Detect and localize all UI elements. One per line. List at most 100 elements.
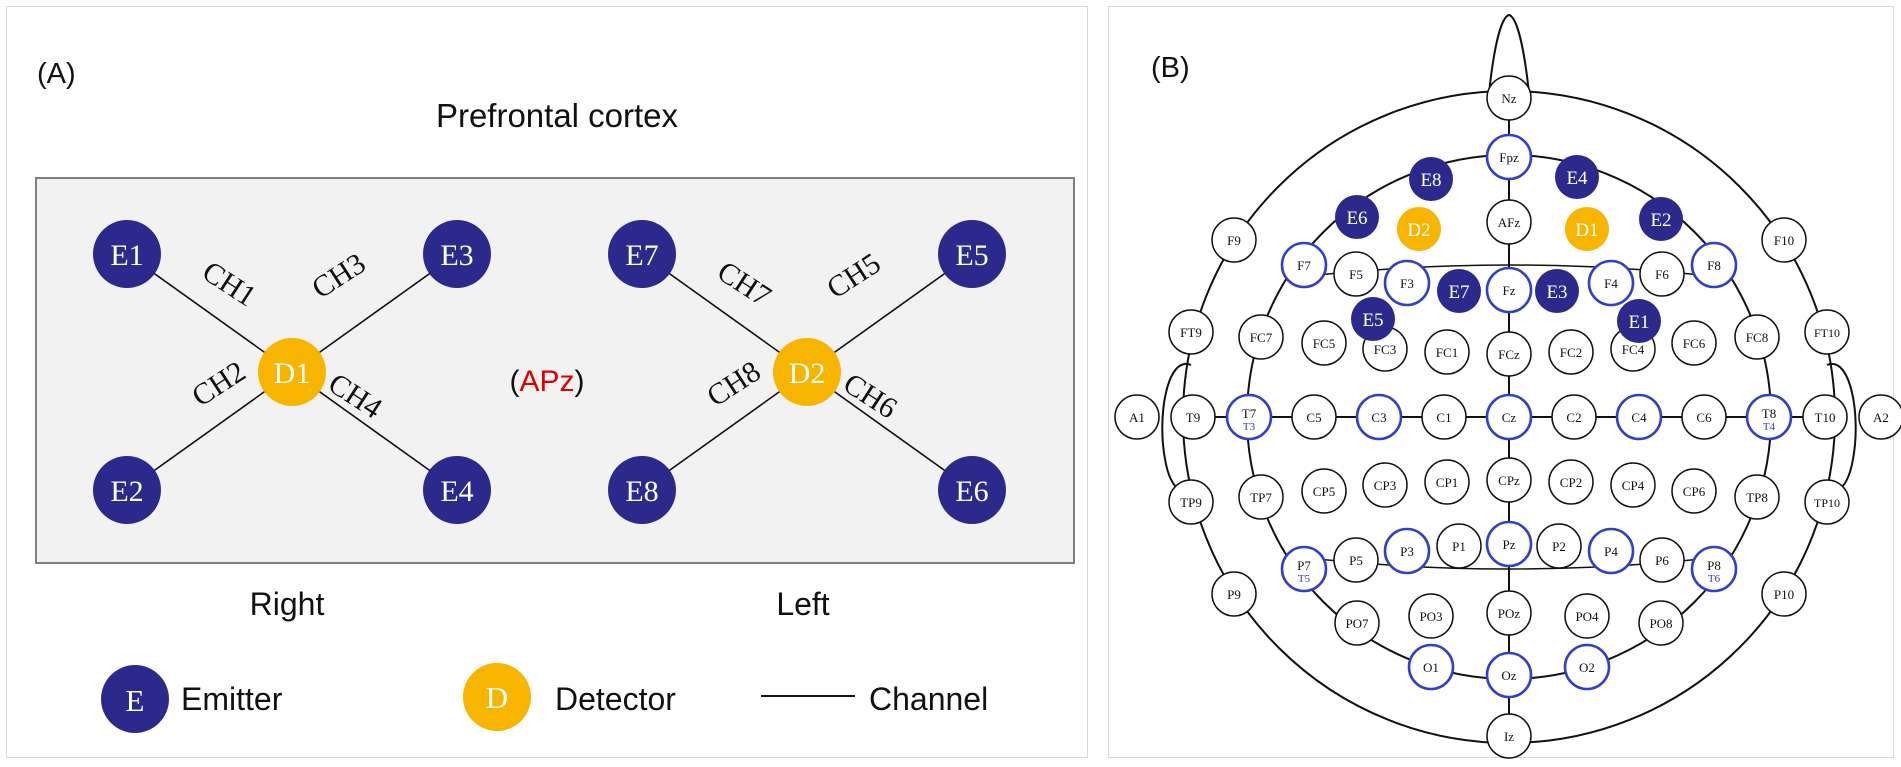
legend-detector-symbol: D — [486, 680, 508, 715]
electrode-oz — [1485, 651, 1533, 699]
electrode-label: P10 — [1774, 587, 1794, 602]
electrode-label: P6 — [1655, 553, 1669, 568]
electrode-label: CP6 — [1683, 484, 1706, 499]
emitter-node — [423, 220, 491, 288]
electrode-tp7 — [1238, 474, 1284, 520]
electrode-label: PO7 — [1345, 616, 1369, 631]
electrode-fc5 — [1301, 320, 1347, 366]
electrode-nz — [1486, 75, 1532, 121]
legend: E Emitter D Detector Channel — [101, 663, 988, 733]
electrode-label: C5 — [1306, 410, 1321, 425]
detector-label: D1 — [274, 357, 311, 390]
electrode-p9 — [1211, 571, 1257, 617]
electrode-f3 — [1383, 259, 1431, 307]
electrode-label: F5 — [1349, 267, 1363, 282]
optode-label: E5 — [1362, 310, 1383, 331]
electrode-p8 — [1690, 545, 1738, 593]
optode-label: E3 — [1546, 282, 1567, 303]
electrode-p1 — [1436, 523, 1482, 569]
electrode-cp1 — [1424, 459, 1470, 505]
legend-detector-label: Detector — [555, 681, 676, 717]
electrode-label: A2 — [1873, 410, 1889, 425]
electrode-fz — [1485, 266, 1533, 314]
electrode-label: FC5 — [1313, 336, 1335, 351]
emitter-e7 — [1437, 269, 1481, 313]
electrode-p4 — [1587, 527, 1635, 575]
electrode-label: T9 — [1186, 410, 1200, 425]
electrode-label: T8 — [1762, 406, 1776, 421]
electrode-fcz — [1486, 331, 1532, 377]
electrode-po4 — [1564, 593, 1610, 639]
emitter-node — [938, 456, 1006, 524]
electrode-label: FC2 — [1560, 345, 1582, 360]
electrode-label: CP2 — [1560, 475, 1582, 490]
electrode-label: FT9 — [1180, 325, 1202, 340]
electrode-cp6 — [1671, 468, 1717, 514]
electrode-label: FCz — [1498, 347, 1520, 362]
electrode-p3 — [1383, 527, 1431, 575]
emitter-e5 — [1351, 297, 1395, 341]
electrode-a1 — [1114, 394, 1160, 440]
electrode-fc7 — [1238, 314, 1284, 360]
electrode-label: P8 — [1707, 558, 1721, 573]
electrode-alt-label: T6 — [1708, 573, 1721, 585]
electrode-poz — [1486, 590, 1532, 636]
electrode-label: Cz — [1502, 410, 1517, 425]
electrode-label: FC6 — [1683, 336, 1706, 351]
electrode-label: C4 — [1631, 410, 1647, 425]
electrode-label: CPz — [1498, 473, 1520, 488]
electrode-p10 — [1761, 571, 1807, 617]
electrode-c4 — [1615, 393, 1663, 441]
legend-detector-swatch — [463, 663, 531, 731]
electrode-a2 — [1858, 394, 1901, 440]
electrode-label: CP3 — [1374, 478, 1396, 493]
electrode-label: P1 — [1452, 539, 1466, 554]
electrode-label: PO8 — [1649, 616, 1672, 631]
electrode-ft9 — [1168, 309, 1214, 355]
emitter-e2 — [1639, 197, 1683, 241]
electrode-fc2 — [1548, 329, 1594, 375]
electrode-label: FT10 — [1814, 326, 1840, 340]
electrode-label: Nz — [1501, 91, 1516, 106]
electrode-cz — [1485, 393, 1533, 441]
electrode-label: Fz — [1503, 283, 1516, 298]
emitter-node — [608, 456, 676, 524]
side-label-left: Left — [776, 586, 829, 622]
optode-label: D1 — [1575, 220, 1598, 241]
emitter-label: E3 — [440, 239, 473, 272]
electrode-label: A1 — [1129, 410, 1145, 425]
electrode-afz — [1486, 199, 1532, 245]
electrode-label: F6 — [1655, 267, 1669, 282]
emitter-e8 — [1409, 157, 1453, 201]
electrode-po3 — [1408, 593, 1454, 639]
electrode-label: F9 — [1227, 233, 1241, 248]
electrode-f7 — [1280, 241, 1328, 289]
emitter-e3 — [1535, 269, 1579, 313]
electrode-f8 — [1690, 241, 1738, 289]
detector-d1 — [1565, 207, 1609, 251]
electrode-cp4 — [1610, 462, 1656, 508]
electrode-label: P3 — [1400, 544, 1414, 559]
electrode-t10 — [1802, 394, 1848, 440]
electrode-ft10 — [1804, 309, 1850, 355]
emitter-e1 — [1617, 299, 1661, 343]
electrode-label: T7 — [1242, 406, 1257, 421]
diagram-title: Prefrontal cortex — [436, 97, 679, 134]
emitter-label: E6 — [955, 475, 988, 508]
legend-emitter-label: Emitter — [181, 681, 283, 717]
emitter-e6 — [1335, 195, 1379, 239]
emitter-node — [938, 220, 1006, 288]
electrode-label: TP7 — [1250, 490, 1272, 505]
electrode-label: C3 — [1371, 410, 1386, 425]
detector-d2 — [1397, 207, 1441, 251]
emitter-node — [93, 456, 161, 524]
electrode-label: P5 — [1349, 553, 1363, 568]
electrode-c5 — [1291, 394, 1337, 440]
electrode-tp10 — [1804, 479, 1850, 525]
emitter-label: E5 — [955, 239, 988, 272]
probe-box — [35, 177, 1075, 564]
electrode-label: F8 — [1707, 258, 1721, 273]
electrode-t8 — [1745, 393, 1793, 441]
